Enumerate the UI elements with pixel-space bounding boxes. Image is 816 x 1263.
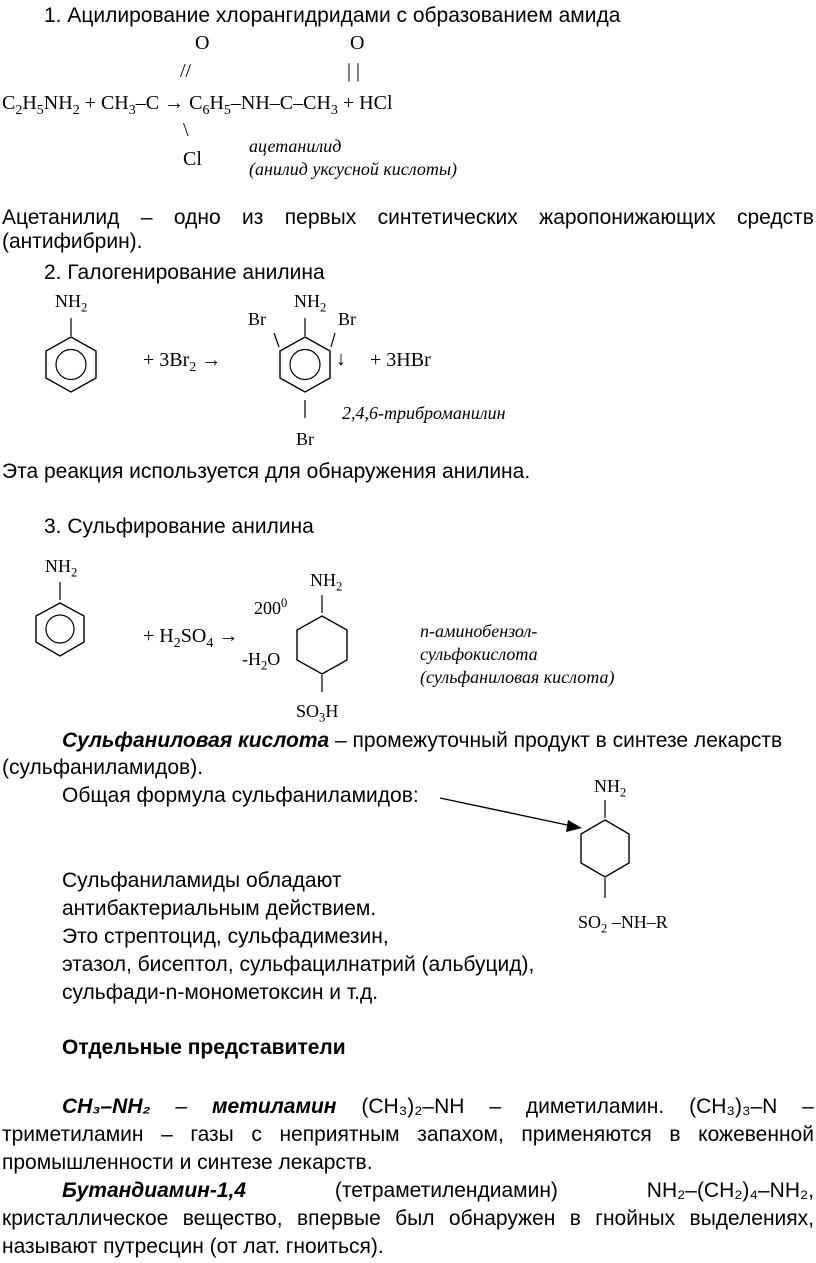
double-bond-slash: // xyxy=(180,60,192,82)
reaction-arrow: → xyxy=(218,625,239,647)
precipitate-arrow: ↓ xyxy=(336,348,346,370)
amines-line3: промышленности и синтезе лекарств. xyxy=(2,1151,373,1174)
chlorine-label: Cl xyxy=(183,148,202,170)
hydrogen-bromide-product: + 3HBr xyxy=(370,349,431,371)
sulfanilamides-line3: Это стрептоцид, сульфадимезин, xyxy=(62,925,389,948)
acetanilide-paragraph-line2: (антифибрин). xyxy=(2,230,143,253)
sulfanilamides-line1: Сульфаниламиды обладают xyxy=(62,869,342,892)
sulfanilic-amino-label: NH2 xyxy=(310,570,343,594)
sulfanilamide-amino-label: NH2 xyxy=(594,776,627,800)
bromine-reagent: + 3Br2 → xyxy=(143,349,222,375)
product-name-line3: (сульфаниловая кислота) xyxy=(420,667,615,687)
product-name-line2: сульфокислота xyxy=(420,644,538,664)
section-1-heading: 1. Ацилирование хлорангидридами с образо… xyxy=(44,4,621,27)
oxygen-label-right: O xyxy=(350,32,365,54)
product-name-acetanilide: ацетанилид xyxy=(249,136,342,156)
double-bond-bars: | | xyxy=(347,60,361,82)
butanediamine-line1: Бутандиамин-1,4(тетраметилендиамин)NH₂–(… xyxy=(62,1179,814,1202)
oxygen-label-left: O xyxy=(195,32,210,54)
sulfanilamides-line5: сульфади-n-монометоксин и т.д. xyxy=(62,981,379,1004)
sulfanilic-paragraph-line1: Сульфаниловая кислота – промежуточный пр… xyxy=(62,729,783,752)
sulfo-group-label: SO3H xyxy=(296,701,339,725)
water-elimination: -H2O xyxy=(242,649,281,673)
sulfanilamides-line2: антибактериальным действием. xyxy=(62,897,377,920)
tribromo-amino-label: NH2 xyxy=(294,291,327,315)
product-alt-name: (анилид уксусной кислоты) xyxy=(249,159,458,179)
section-3-heading: 3. Сульфирование анилина xyxy=(44,515,314,538)
sulfonamide-group-label: SO2 –NH–R xyxy=(578,912,668,936)
general-formula-label: Общая формула сульфаниламидов: xyxy=(62,784,419,807)
single-bond-backslash: \ xyxy=(183,119,189,141)
acylation-equation: C2H5NH2 + CH3–C → C6H5–NH–C–CH3 + HCl xyxy=(2,92,393,118)
section-2-heading: 2. Галогенирование анилина xyxy=(44,261,325,284)
sulfanilic-paragraph-line2: (сульфаниламидов). xyxy=(2,756,204,779)
amines-line1: CH₃–NH₂–метиламин(CH₃)₂–NH–диметиламин.(… xyxy=(62,1095,814,1118)
reaction-arrow: → xyxy=(201,349,222,371)
sulfuric-acid-reagent: + H2SO4 → xyxy=(143,625,239,651)
bromine-label-right: Br xyxy=(338,309,356,329)
sulfanilamides-line4: этазол, бисептол, сульфацилнатрий (альбу… xyxy=(62,953,535,976)
aniline-detection-note: Эта реакция используется для обнаружения… xyxy=(2,460,531,483)
product-name-line1: n-аминобензол- xyxy=(420,621,538,641)
representatives-heading: Отдельные представители xyxy=(62,1036,346,1059)
aniline-amino-label: NH2 xyxy=(55,291,88,315)
bromine-label-bottom: Br xyxy=(296,429,314,449)
aniline-amino-label-2: NH2 xyxy=(45,556,78,580)
bromine-label-left: Br xyxy=(248,309,266,329)
product-name-tribromoaniline: 2,4,6-триброманилин xyxy=(342,403,506,423)
reaction-arrow: → xyxy=(164,92,185,114)
reaction-temperature: 2000 xyxy=(254,596,288,618)
butanediamine-line3: называют путресцин (от лат. гноиться). xyxy=(2,1235,384,1258)
